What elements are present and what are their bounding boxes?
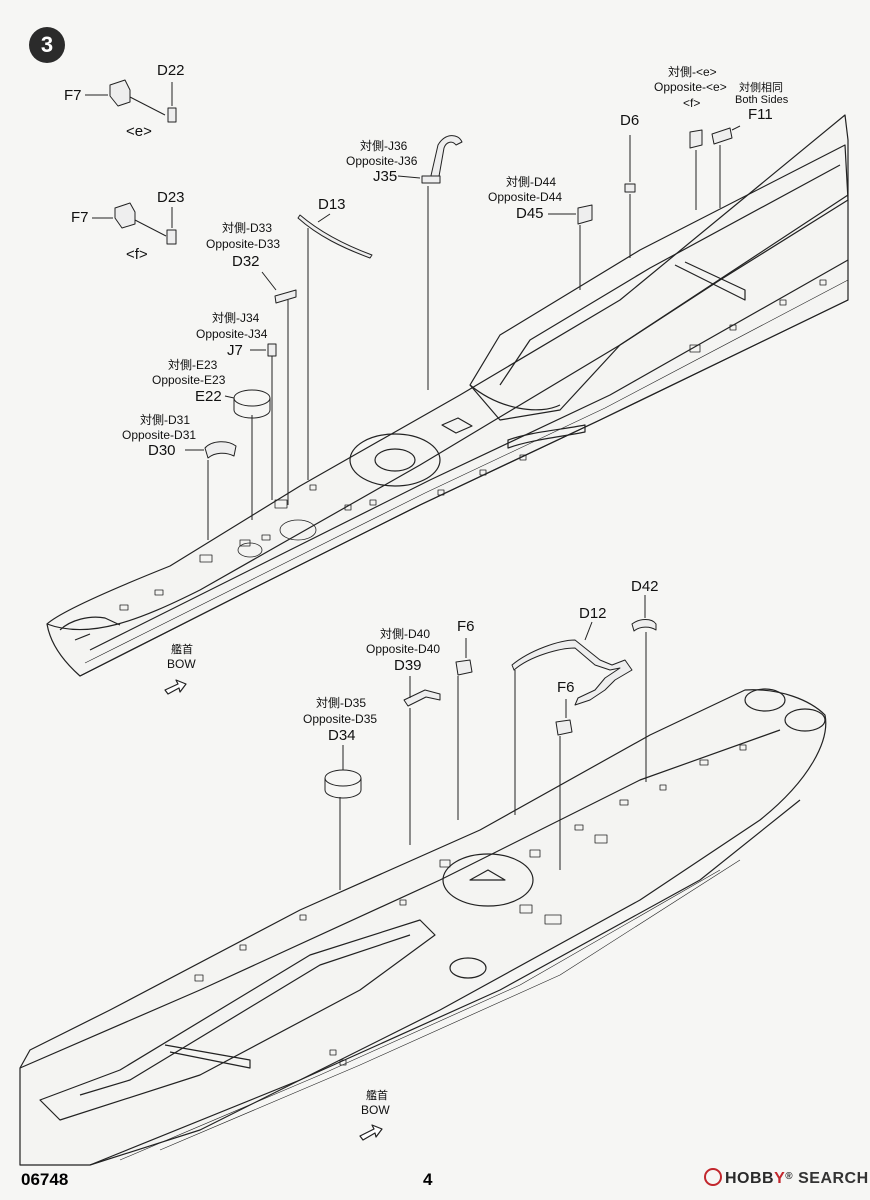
label-f6-lower: F6 bbox=[557, 679, 575, 696]
label-tag-e: <e> bbox=[126, 123, 152, 140]
label-both-sides-en: Both Sides bbox=[735, 94, 789, 106]
label-j34-cn: 対側-J34 bbox=[212, 311, 260, 325]
label-e23-en: Opposite-E23 bbox=[152, 373, 226, 387]
label-e23-cn: 対側-E23 bbox=[168, 358, 218, 372]
label-bow-cn-upper: 艦首 bbox=[171, 644, 193, 656]
label-f7-f: F7 bbox=[71, 209, 89, 226]
label-d42: D42 bbox=[631, 578, 659, 595]
label-d35-cn: 対側-D35 bbox=[316, 696, 367, 710]
label-d30: D30 bbox=[148, 442, 176, 459]
watermark-brand-b: Y bbox=[774, 1170, 786, 1187]
label-d32: D32 bbox=[232, 253, 260, 270]
label-d35-en: Opposite-D35 bbox=[303, 712, 378, 726]
label-d40-en: Opposite-D40 bbox=[366, 642, 441, 656]
lower-parts bbox=[324, 595, 657, 890]
label-f7-e: F7 bbox=[64, 87, 82, 104]
label-d33-en: Opposite-D33 bbox=[206, 237, 281, 251]
lower-hull bbox=[19, 688, 827, 1166]
label-opp-e-cn: 対側-<e> bbox=[668, 65, 717, 79]
label-j36-cn: 対側-J36 bbox=[360, 139, 408, 153]
label-d45: D45 bbox=[516, 205, 544, 222]
label-d40-cn: 対側-D40 bbox=[380, 627, 431, 641]
label-d33-cn: 対側-D33 bbox=[222, 221, 273, 235]
watermark-mark: ® bbox=[785, 1171, 794, 1182]
label-j7: J7 bbox=[227, 342, 243, 359]
label-d31-en: Opposite-D31 bbox=[122, 428, 197, 442]
bow-arrow-upper bbox=[164, 679, 187, 695]
label-tag-f-right: <f> bbox=[683, 96, 701, 110]
label-d12: D12 bbox=[579, 605, 607, 622]
watermark-brand-a: HOBB bbox=[725, 1170, 775, 1187]
label-j34-en: Opposite-J34 bbox=[196, 327, 268, 341]
label-both-sides-cn: 対側相同 bbox=[739, 82, 783, 94]
step-number-badge: 3 bbox=[29, 27, 65, 63]
label-d44-en: Opposite-D44 bbox=[488, 190, 563, 204]
label-tag-f: <f> bbox=[126, 246, 148, 263]
label-bow-en-upper: BOW bbox=[167, 657, 196, 671]
label-d31-cn: 対側-D31 bbox=[140, 413, 191, 427]
label-opp-e-en: Opposite-<e> bbox=[654, 80, 727, 94]
label-j35: J35 bbox=[373, 168, 398, 185]
watermark-logo-icon bbox=[704, 1168, 722, 1186]
label-d13: D13 bbox=[318, 196, 346, 213]
label-d22: D22 bbox=[157, 62, 185, 79]
upper-hull bbox=[46, 114, 849, 677]
watermark: HOBBY® SEARCH bbox=[704, 1168, 869, 1188]
label-e22: E22 bbox=[195, 388, 222, 405]
upper-parts bbox=[85, 79, 741, 540]
watermark-rest: SEARCH bbox=[793, 1170, 869, 1187]
label-d23: D23 bbox=[157, 189, 185, 206]
label-d39: D39 bbox=[394, 657, 422, 674]
bow-arrow-lower bbox=[359, 1124, 383, 1141]
label-bow-en-lower: BOW bbox=[361, 1103, 390, 1117]
label-f11: F11 bbox=[748, 106, 773, 123]
label-d34: D34 bbox=[328, 727, 356, 744]
label-j36-en: Opposite-J36 bbox=[346, 154, 418, 168]
page-number: 4 bbox=[423, 1170, 433, 1189]
label-d44-cn: 対側-D44 bbox=[506, 175, 557, 189]
label-d6: D6 bbox=[620, 112, 640, 129]
product-code: 06748 bbox=[21, 1170, 69, 1189]
label-f6-upper: F6 bbox=[457, 618, 475, 635]
label-bow-cn-lower: 艦首 bbox=[366, 1090, 388, 1102]
